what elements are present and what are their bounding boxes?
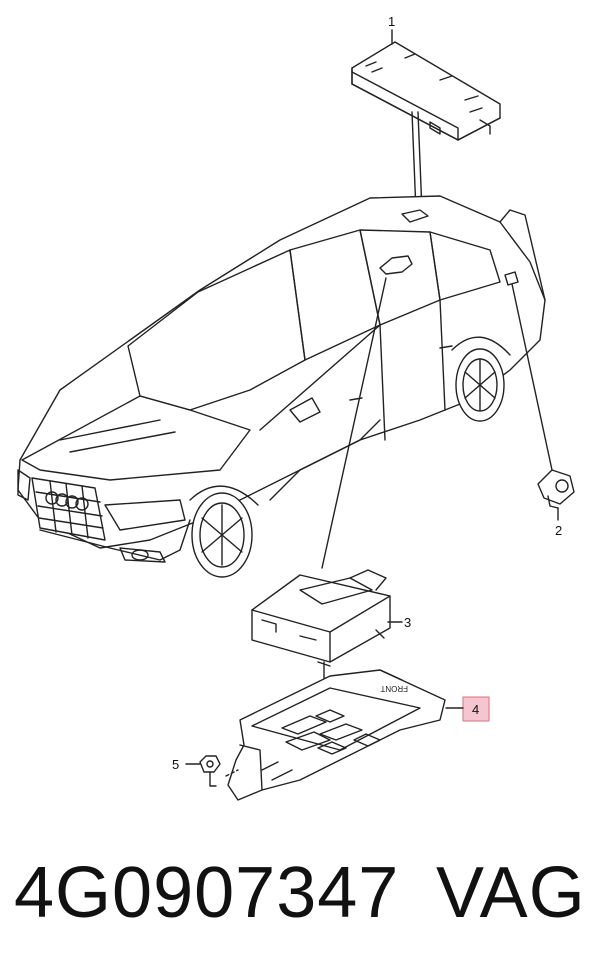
callout-5: 5 (172, 757, 179, 772)
part-2-sensor (537, 469, 575, 509)
footer: 4G0907347 VAG (0, 840, 600, 960)
callout-1: 1 (388, 14, 395, 29)
leader-line-2 (511, 283, 553, 471)
brand-label: VAG (436, 853, 586, 933)
car-illustration (17, 195, 546, 578)
callout-4: 4 (472, 702, 479, 717)
callout-2: 2 (555, 523, 562, 538)
callout-3: 3 (404, 615, 411, 630)
part-number: 4G0907347 (14, 853, 400, 933)
part-4-bracket: FRONT (227, 669, 446, 801)
connector-3 (321, 277, 387, 569)
part-5-nut (199, 755, 221, 773)
svg-text:FRONT: FRONT (380, 684, 408, 693)
connector-1 (411, 111, 417, 213)
parts-diagram: 1 (17, 14, 575, 801)
part-1-roof-module (351, 41, 501, 141)
part-3-control-unit (251, 569, 391, 667)
callout-4-highlight (462, 696, 490, 722)
